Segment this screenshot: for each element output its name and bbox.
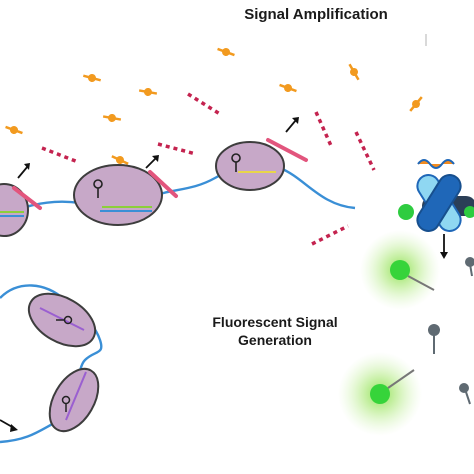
orange-fluorophore-icon — [279, 83, 297, 93]
orange-fluorophore-icon — [217, 47, 235, 57]
enzyme-complex-icon — [398, 159, 474, 232]
fluorescent-signal-text: Fluorescent Signal — [212, 314, 338, 330]
arrow-icon — [0, 419, 18, 432]
arrow-icon — [285, 117, 299, 133]
orange-fluorophore-icon — [348, 63, 360, 81]
fluorescent-dot-upper — [360, 230, 440, 310]
orange-fluorophore-icon — [5, 125, 23, 135]
red-dash-fragment — [41, 146, 79, 164]
complex-lower-bottom — [48, 367, 100, 433]
pink-probe — [148, 170, 178, 198]
complex-left — [0, 183, 29, 237]
complex-middle — [73, 164, 163, 226]
red-dash-fragment — [354, 131, 376, 171]
red-dash-fragment — [187, 92, 221, 116]
orange-fluorophore-icon — [409, 96, 423, 112]
fluorescent-signal-generation-label: Fluorescent Signal Generation — [200, 314, 350, 349]
orange-fluorophore-icon — [82, 74, 102, 82]
orange-fluorophore-icon — [138, 88, 158, 96]
dna-strand-upper — [0, 161, 356, 219]
hairpin-probe-icon — [93, 179, 103, 198]
red-dash-fragment — [157, 142, 197, 156]
red-dash-fragment — [311, 224, 349, 246]
hairpin-probe-icon — [61, 395, 71, 412]
pink-probe — [266, 138, 308, 162]
grey-quencher-icon — [428, 324, 440, 354]
generation-text: Generation — [238, 331, 312, 348]
complex-lower-top — [27, 292, 97, 348]
hairpin-probe-icon — [231, 153, 241, 172]
signal-amplification-label: Signal Amplification — [244, 6, 388, 23]
arrow-icon — [17, 163, 30, 179]
arrow-icon — [440, 234, 448, 259]
orange-fluorophore-icon — [111, 155, 129, 165]
hairpin-probe-icon — [56, 315, 73, 325]
grey-quencher-icon — [465, 257, 474, 277]
orange-fluorophore-icon — [102, 114, 122, 122]
fluorescent-dot-lower — [338, 352, 422, 436]
grey-quencher-icon — [459, 383, 471, 405]
complex-right — [215, 141, 285, 191]
pink-probe — [12, 186, 42, 210]
arrow-icon — [145, 155, 159, 169]
red-dash-fragment — [314, 111, 334, 149]
